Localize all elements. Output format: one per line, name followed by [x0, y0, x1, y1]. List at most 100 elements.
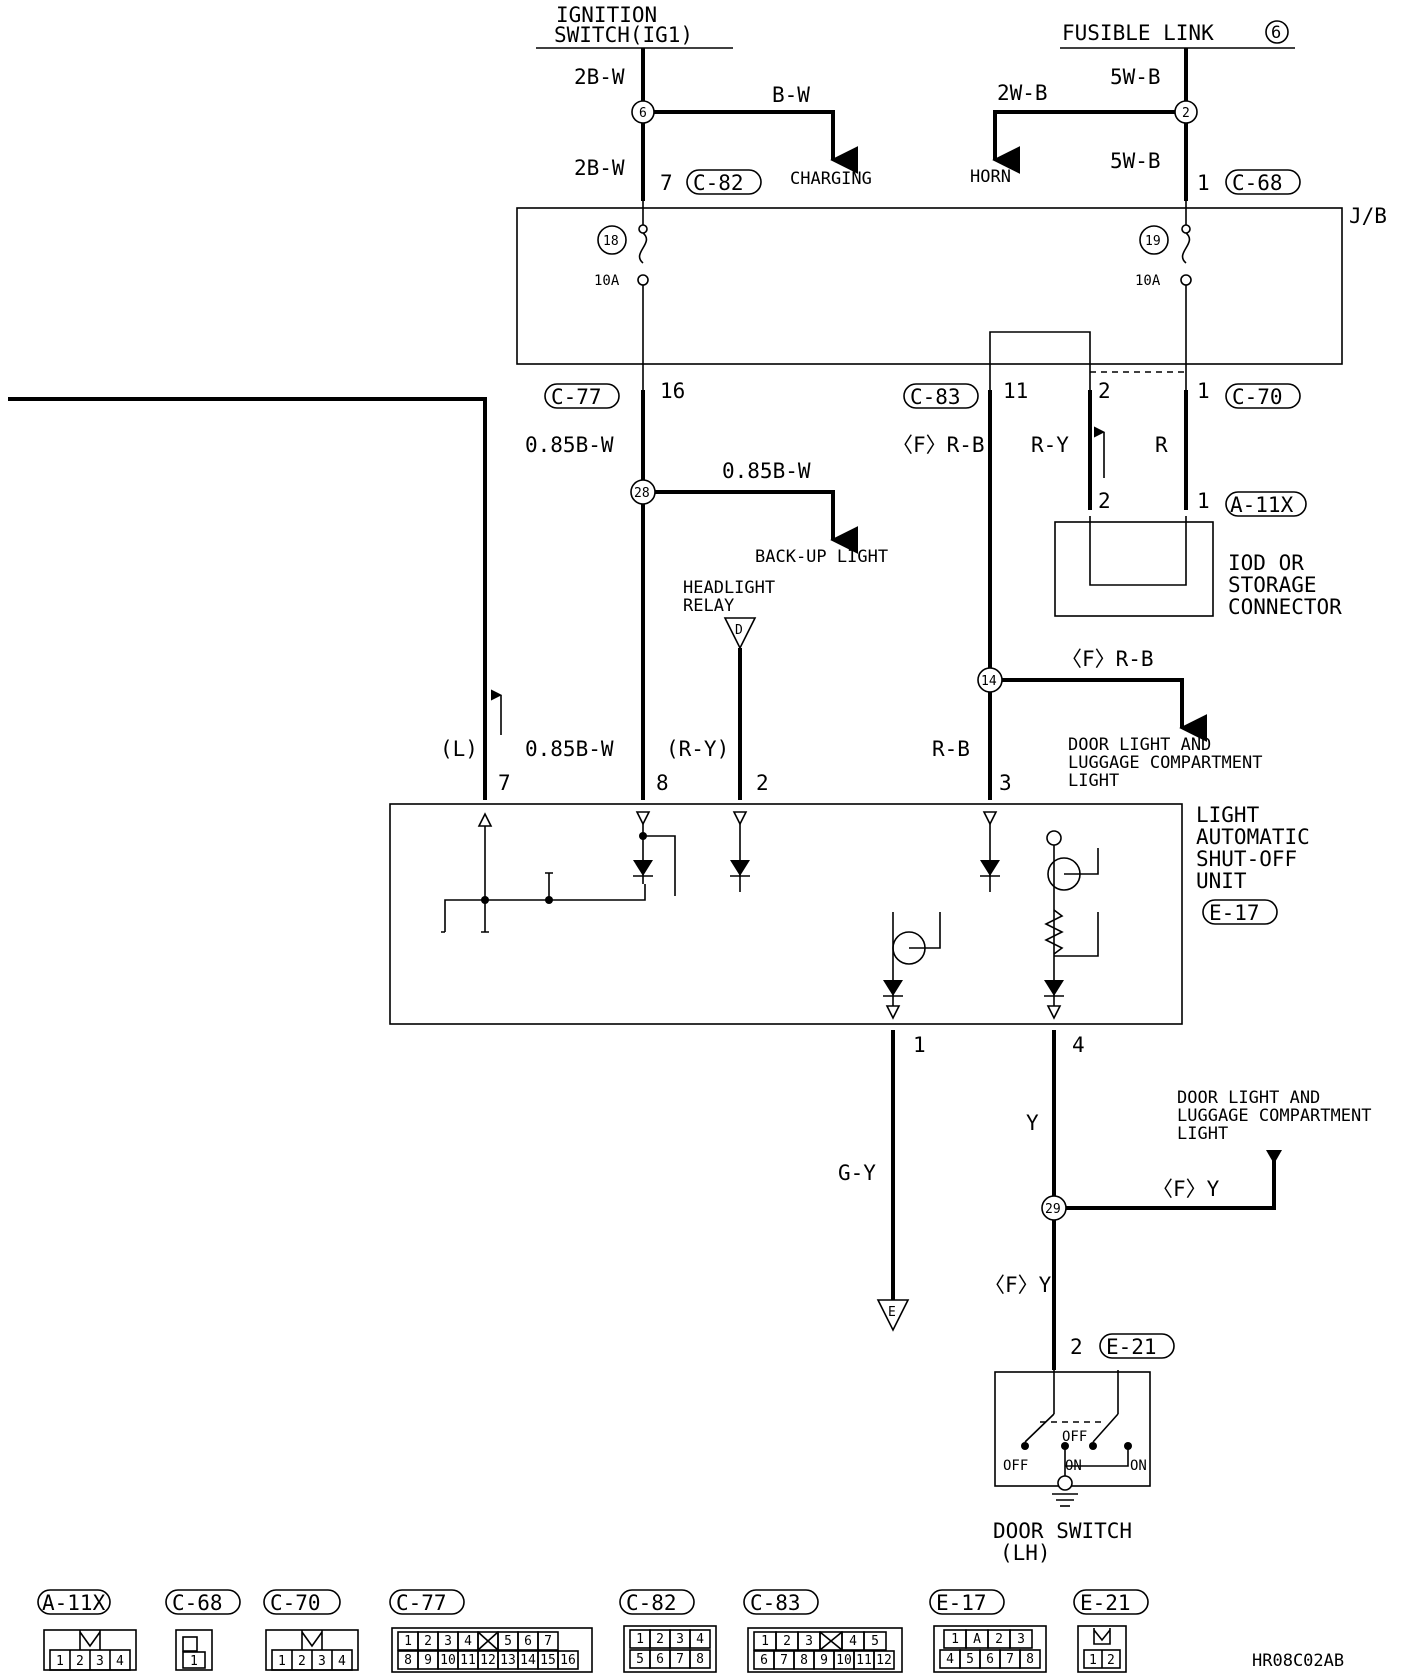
legend-c77-row1-pin: 7 [544, 1634, 552, 1649]
unit-pin4-terminal [1046, 1005, 1062, 1020]
legend-e21-body [1077, 1625, 1127, 1673]
connector-tag-e17 [1202, 899, 1278, 925]
connector-tag-c82 [686, 169, 762, 195]
wire-label-l: (L) [440, 737, 478, 761]
legend-e21-label: E-21 [1080, 1591, 1131, 1615]
door-switch-blade-a [1024, 1413, 1055, 1443]
door-switch-box [994, 1371, 1151, 1487]
junction-2 [1174, 100, 1198, 124]
fusible-link-number-circle [1265, 20, 1289, 44]
connector-tag-e21 [1099, 1333, 1175, 1359]
legend-e17-label: E-17 [936, 1591, 987, 1615]
legend-c68-latch [182, 1636, 198, 1652]
legend-c77-row2-pin: 13 [500, 1653, 516, 1668]
connector-tag-e17-label: E-17 [1209, 901, 1260, 925]
fuse-right-number: 19 [1145, 234, 1161, 249]
ground-triangle [876, 1299, 910, 1332]
unit-pin3-terminal [982, 811, 998, 826]
door-light-2-line2: LUGGAGE COMPARTMENT [1177, 1106, 1371, 1126]
legend-c68-tag [165, 1589, 241, 1615]
connector-tag-e21-label: E-21 [1106, 1335, 1157, 1359]
pin-e21-2: 2 [1070, 1335, 1083, 1359]
dest-backup-light: BACK-UP LIGHT [755, 547, 888, 567]
legend-c77-row2-pin: 9 [424, 1653, 432, 1668]
door-light-1-line3: LIGHT [1068, 771, 1119, 791]
junction-29-label: 29 [1045, 1202, 1061, 1217]
door-switch-blade-b [1092, 1413, 1119, 1443]
pin-c68-1: 1 [1197, 171, 1210, 195]
connector-tag-c68 [1225, 169, 1301, 195]
wire-label-5wb-a: 5W-B [1110, 65, 1161, 89]
legend-a11x-pin4: 4 [116, 1654, 124, 1669]
ignition-switch-label-2: SWITCH(IG1) [554, 23, 693, 47]
legend-a11x-pin3: 3 [96, 1654, 104, 1669]
unit-supply-node [1046, 830, 1062, 846]
connector-tag-c68-label: C-68 [1232, 171, 1283, 195]
unit-pin8-branch [643, 835, 676, 896]
dest-horn: HORN [970, 167, 1011, 187]
fuse-left-number-circle [597, 225, 627, 255]
legend-e17-row1-pin: A [973, 1632, 981, 1647]
door-switch-on1: ON [1065, 1458, 1082, 1474]
wire-bw-charging [643, 110, 859, 174]
ground-terminal [1057, 1475, 1073, 1491]
legend-a11x-pin1: 1 [56, 1654, 64, 1669]
wire-label-frb-a: 〈F〉R-B [892, 433, 985, 457]
door-light-1-line2: LUGGAGE COMPARTMENT [1068, 753, 1262, 773]
legend-c82-row1-cell [689, 1629, 711, 1649]
legend-c83-row1-pin: 2 [783, 1634, 791, 1649]
legend-c77-row2-pin: 8 [404, 1653, 412, 1668]
legend-c82-row1-pin: 4 [696, 1632, 704, 1647]
iod-label-1: IOD OR [1228, 551, 1304, 575]
legend-e17-row2-pin: 6 [986, 1652, 994, 1667]
unit-diode-5 [1044, 980, 1064, 996]
legend-c82-row1-pin: 3 [676, 1632, 684, 1647]
wire-label-y: Y [1026, 1111, 1039, 1135]
iod-label-3: CONNECTOR [1228, 595, 1342, 619]
wire-label-ry: R-Y [1031, 433, 1069, 457]
wire-label-fy-b: 〈F〉Y [984, 1273, 1052, 1297]
connector-tag-c83-label: C-83 [910, 385, 961, 409]
pin-a11x-1: 1 [1197, 489, 1210, 513]
legend-c77-body [391, 1627, 593, 1673]
unit-node-1 [481, 896, 489, 904]
legend-c77-row1-pin: 5 [504, 1634, 512, 1649]
wire-fy-doorlight-arrow [1266, 1150, 1282, 1164]
legend-c83-row1-cell [863, 1631, 887, 1651]
legend-c83-row1-pin: 5 [871, 1634, 879, 1649]
fuse-left-amp: 10A [594, 273, 620, 289]
legend-a11x-pin2: 2 [76, 1654, 84, 1669]
door-light-2-line1: DOOR LIGHT AND [1177, 1088, 1320, 1108]
legend-c70-pin2: 2 [298, 1654, 306, 1669]
headlight-relay-label-2: RELAY [683, 596, 734, 616]
legend-c83-row1-pin: 1 [761, 1634, 769, 1649]
legend-c77-row1-pin: 3 [444, 1634, 452, 1649]
legend-c77-row2-pin: 10 [440, 1653, 456, 1668]
pin-unit-1: 1 [913, 1033, 926, 1057]
legend-a11x-label: A-11X [42, 1591, 106, 1615]
fuse-right-number-circle [1139, 225, 1169, 255]
legend-c82-label: C-82 [626, 1591, 677, 1615]
legend-c82-row2-cell [689, 1649, 711, 1669]
wire-label-085bw-branch: 0.85B-W [722, 459, 811, 483]
connector-tag-c83 [903, 383, 979, 409]
legend-c77-row1-pin: 6 [524, 1634, 532, 1649]
legend-c68: C-68 1 [165, 1589, 241, 1671]
fusible-link-number: 6 [1271, 23, 1281, 43]
legend-c68-body [175, 1629, 213, 1671]
junction-28-label: 28 [634, 486, 650, 501]
wire-label-085bw-a: 0.85B-W [525, 433, 614, 457]
legend-e17-row1-cell [1009, 1629, 1033, 1649]
door-light-1-line1: DOOR LIGHT AND [1068, 735, 1211, 755]
unit-diode-4 [883, 980, 903, 996]
wire-label-rb: R-B [932, 737, 970, 761]
legend-c68-pin-cell [182, 1651, 206, 1669]
door-switch-label-1: DOOR SWITCH [993, 1519, 1132, 1543]
headlight-relay-label-1: HEADLIGHT [683, 578, 775, 598]
legend-c77-row1-pin: 1 [404, 1634, 412, 1649]
